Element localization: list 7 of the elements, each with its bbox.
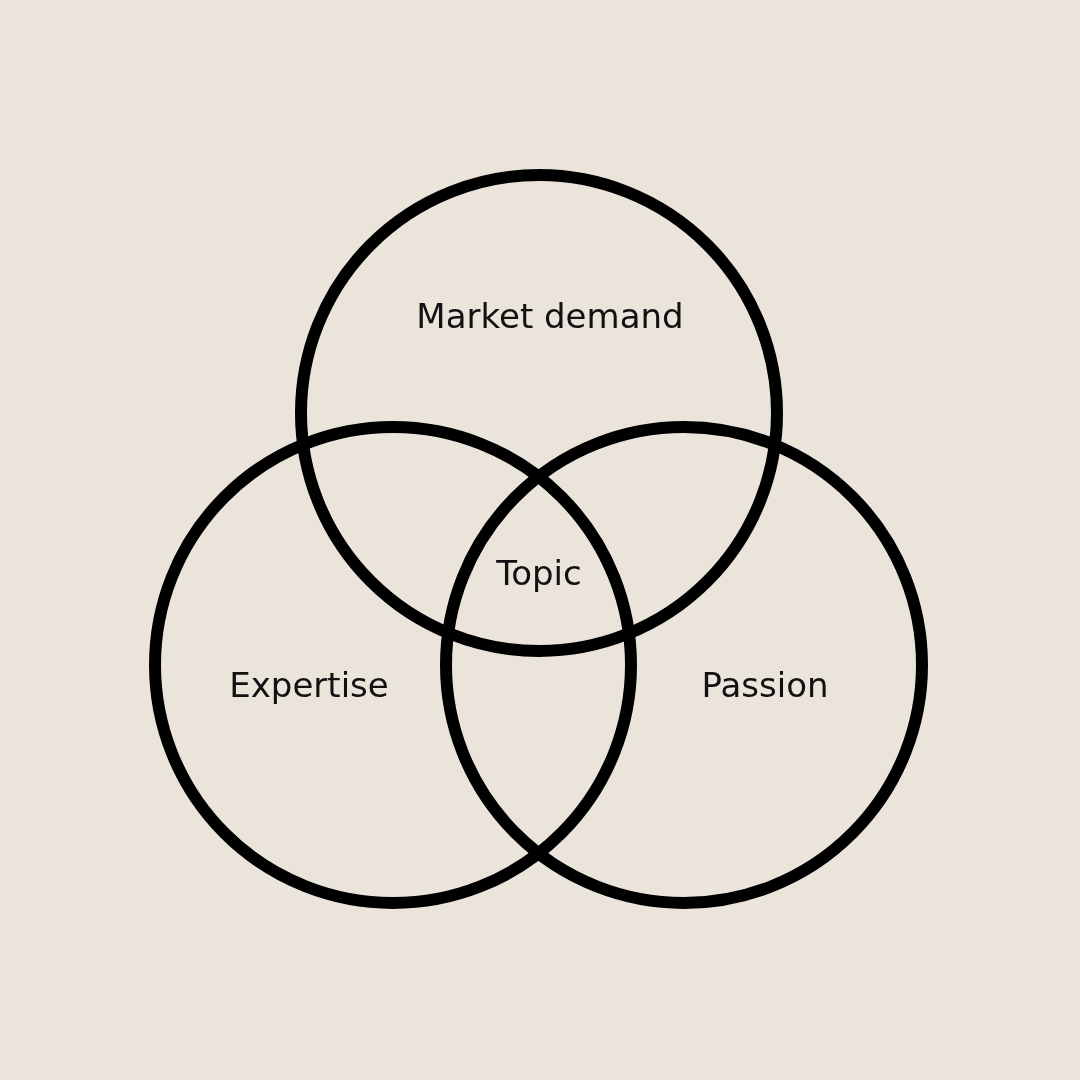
- venn-circle: [440, 421, 928, 909]
- venn-circle: [149, 421, 637, 909]
- intersection-label: Topic: [496, 555, 582, 593]
- circle-label: Passion: [701, 667, 829, 705]
- circle-label: Market demand: [416, 298, 684, 336]
- venn-circle: [295, 169, 783, 657]
- circle-label: Expertise: [229, 667, 389, 705]
